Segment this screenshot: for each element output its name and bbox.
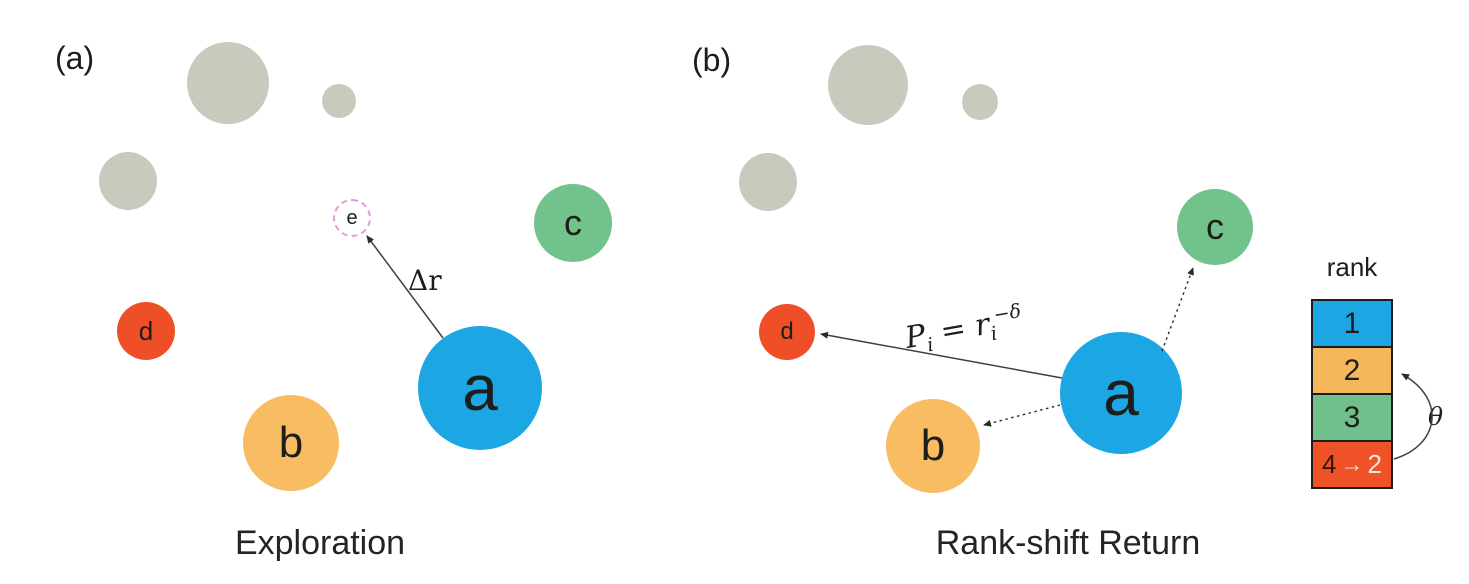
rank-row-4-to: 2	[1367, 449, 1382, 479]
rank-row-2-label: 2	[1343, 353, 1361, 387]
node-b-panel-b: b	[886, 399, 980, 493]
node-e-dashed: e	[333, 199, 371, 237]
node-d-panel-a: d	[117, 302, 175, 360]
rank-row-4-from: 4	[1322, 449, 1337, 479]
return-probability-formula: Pi = ri−δ	[902, 300, 1025, 360]
rank-shift-arrow-icon: →	[1340, 451, 1364, 477]
rank-row-1-label: 1	[1343, 306, 1361, 340]
formula-equals: =	[928, 309, 979, 352]
gray-node-small-a	[322, 84, 356, 118]
delta-r-label: Δr	[408, 264, 442, 297]
rank-row-4: 4 → 2	[1313, 440, 1391, 487]
node-a-panel-a: a	[418, 326, 542, 450]
rank-row-3: 3	[1313, 393, 1391, 440]
rank-row-2: 2	[1313, 346, 1391, 393]
node-a-panel-b: a	[1060, 332, 1182, 454]
node-e-label: e	[346, 207, 358, 229]
node-d-panel-b: d	[759, 304, 815, 360]
formula-exponent: −δ	[991, 300, 1023, 327]
node-b-label: b	[278, 418, 304, 467]
node-b-panel-a: b	[243, 395, 339, 491]
rank-shift-curve	[1393, 373, 1433, 460]
rank-legend-table: 1 2 3 4 → 2	[1311, 299, 1393, 489]
rank-legend-title: rank	[1326, 252, 1378, 282]
node-c-label: c	[564, 202, 582, 243]
rank-row-1: 1	[1313, 301, 1391, 346]
gray-node-small-b	[962, 84, 998, 120]
arrow-a-to-b-dotted	[983, 404, 1061, 427]
gray-node-medium-b	[739, 153, 797, 211]
panel-b-caption: Rank-shift Return	[935, 524, 1201, 562]
node-c-panel-b: c	[1177, 189, 1253, 265]
node-d-label: d	[138, 316, 154, 346]
node-b-label: b	[920, 421, 946, 470]
panel-b-label: (b)	[692, 42, 732, 78]
node-a-label: a	[1103, 357, 1139, 429]
panel-a-caption: Exploration	[234, 524, 406, 562]
node-a-label: a	[462, 352, 498, 424]
panel-a-label: (a)	[55, 40, 95, 76]
gray-node-large-b	[828, 45, 908, 125]
arrow-a-to-c-dotted	[1161, 267, 1194, 352]
node-c-label: c	[1206, 206, 1224, 247]
node-d-label: d	[780, 318, 794, 345]
gray-node-medium-a	[99, 152, 157, 210]
gray-node-large-a	[187, 42, 269, 124]
node-c-panel-a: c	[534, 184, 612, 262]
rank-row-3-label: 3	[1343, 400, 1361, 434]
theta-label: θ	[1428, 402, 1444, 431]
